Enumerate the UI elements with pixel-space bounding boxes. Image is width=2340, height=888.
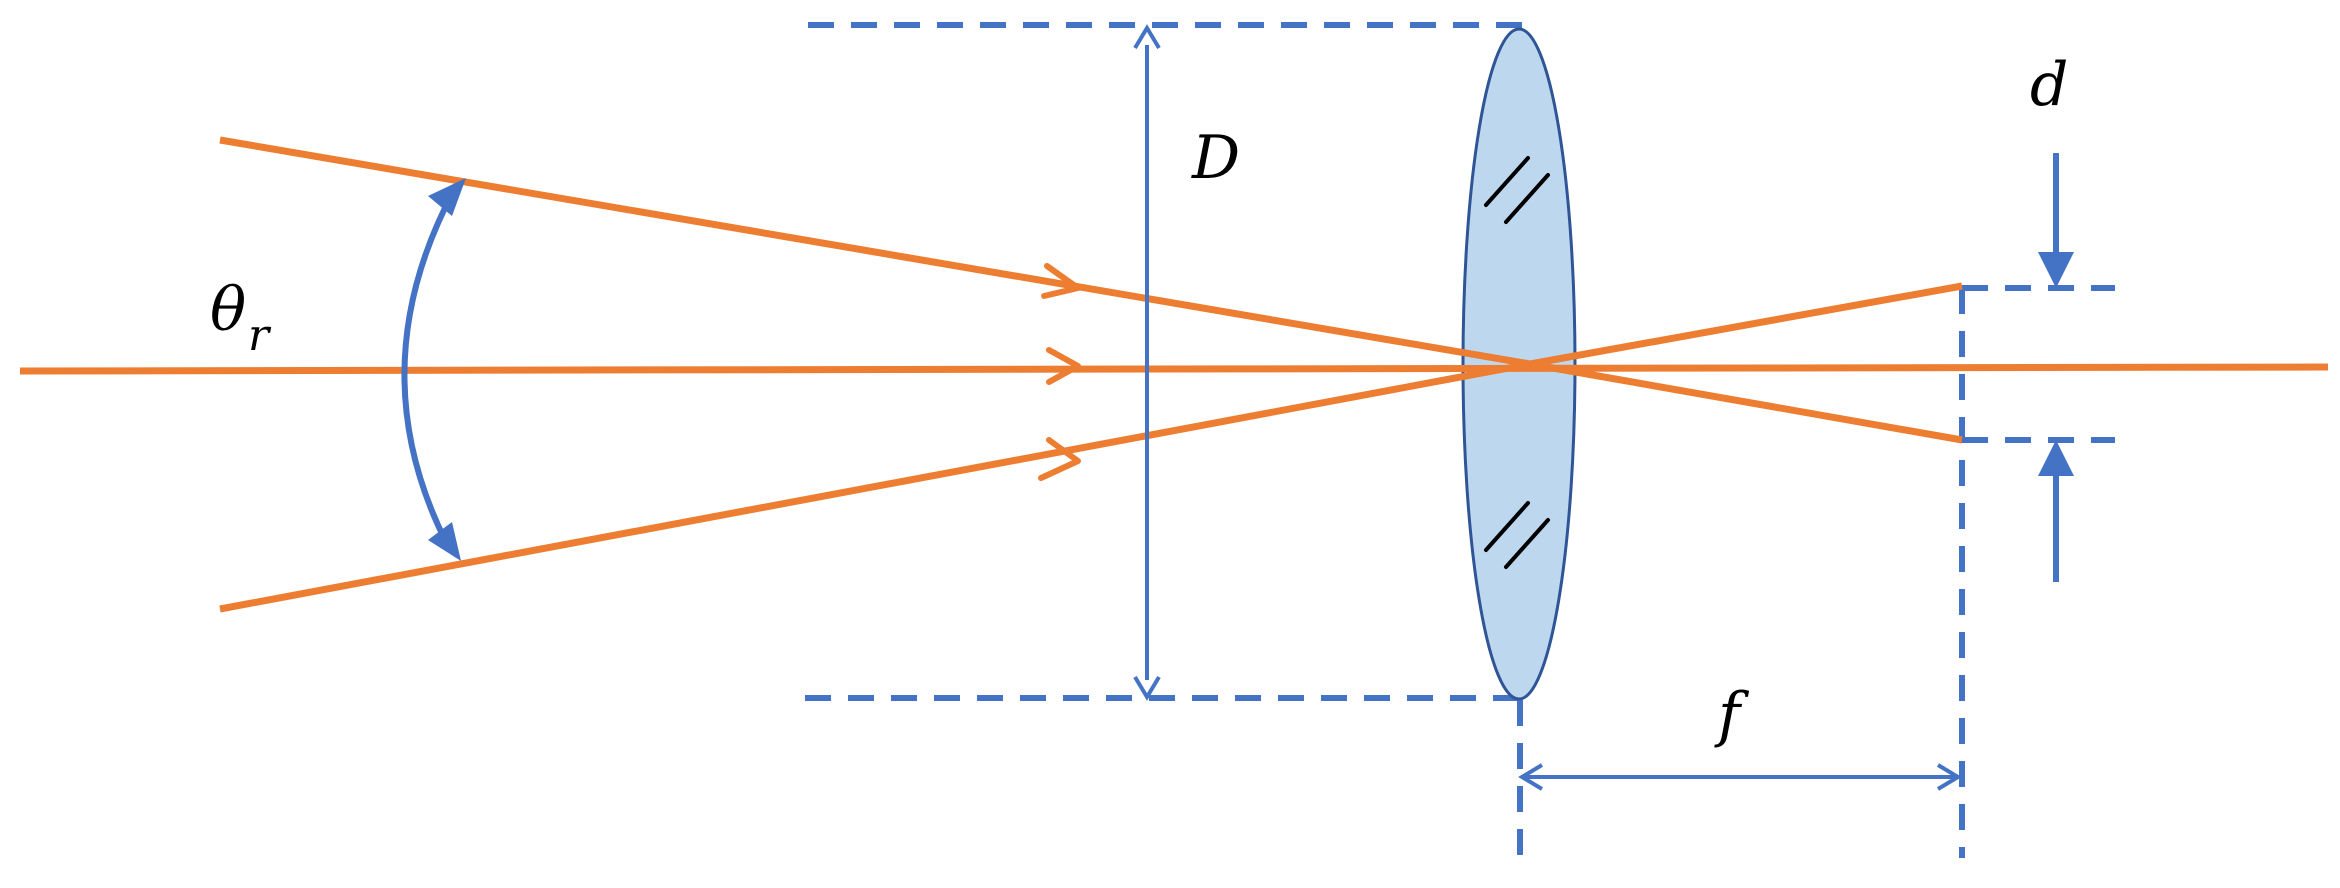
upper-outgoing-ray — [1529, 360, 1963, 444]
lower-ray-arrow — [1038, 437, 1081, 481]
axial-ray — [19, 363, 2329, 375]
spot-size-arrows — [2038, 153, 2074, 582]
angle-arc — [401, 178, 466, 561]
upper-ray-arrow — [1041, 263, 1081, 299]
theta-label: θ — [210, 275, 246, 345]
spot-top-arrow-head — [2038, 252, 2074, 288]
angle-arc-bottom-head — [428, 522, 461, 561]
spot-size-label: d — [2030, 50, 2068, 120]
light-rays — [19, 136, 2329, 613]
upper-incoming-ray — [219, 136, 1531, 368]
lower-outgoing-ray — [1529, 282, 1963, 368]
spot-bottom-arrow-head — [2038, 440, 2074, 476]
axial-ray-arrow — [1046, 347, 1081, 385]
theta-subscript: r — [248, 310, 272, 361]
lens-hatch-top — [1484, 156, 1550, 224]
aperture-label: D — [1191, 123, 1240, 193]
lower-incoming-ray — [219, 360, 1531, 613]
focal-length-label: f — [1714, 680, 1750, 750]
aperture-dimension-arrow — [1133, 24, 1161, 701]
focal-length-dimension-arrow — [1518, 763, 1962, 791]
angle-arc-top-head — [428, 178, 466, 216]
lens-hatch-bottom — [1484, 501, 1550, 569]
